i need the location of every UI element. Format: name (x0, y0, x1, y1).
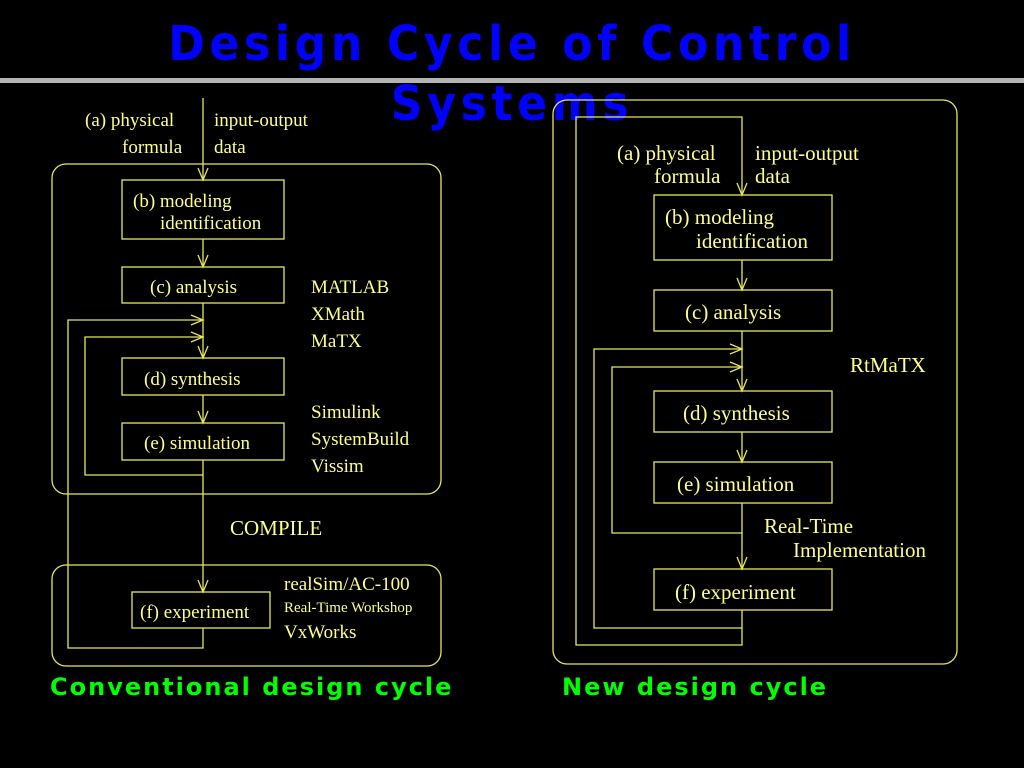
right-box-experiment (653, 568, 833, 611)
left-inner-feedback-loop (84, 336, 204, 476)
left-caption: Conventional design cycle (50, 673, 454, 701)
page-title: Design Cycle of Control Systems (168, 16, 856, 132)
left-experiment-label: (f) experiment (140, 602, 250, 623)
right-input-data-line2: data (755, 164, 791, 188)
right-caption: New design cycle (562, 673, 829, 701)
left-modeling-line2: identification (160, 213, 262, 234)
title-divider (0, 78, 1024, 83)
left-modeling-line1: (b) modeling (133, 191, 232, 212)
right-middle-feedback-loop (593, 348, 743, 629)
left-compile-label: COMPILE (230, 516, 322, 540)
left-tool-rtw: Real-Time Workshop (284, 600, 412, 616)
left-tool-vxworks: VxWorks (284, 622, 356, 643)
right-arrow-inner-feedback (729, 361, 744, 373)
right-simulation-label: (e) simulation (677, 472, 795, 496)
left-arrow-outer-feedback (190, 314, 205, 326)
left-tool-vissim: Vissim (311, 456, 364, 477)
right-realtime-line1: Real-Time (764, 514, 853, 538)
right-box-simulation (653, 461, 833, 504)
left-tool-xmath: XMath (311, 304, 365, 325)
left-input-data-line1: input-output (214, 110, 309, 131)
right-experiment-label: (f) experiment (675, 580, 796, 604)
left-experiment-frame (51, 564, 442, 667)
right-tool-rtmatx: RtMaTX (850, 353, 926, 377)
left-outer-feedback-loop (67, 319, 204, 649)
left-arrow-inner-feedback (190, 331, 205, 343)
left-analysis-label: (c) analysis (150, 277, 237, 298)
left-box-experiment (131, 591, 271, 629)
right-synthesis-label: (d) synthesis (683, 401, 790, 425)
right-realtime-line2: Implementation (793, 538, 926, 562)
right-box-synthesis (653, 390, 833, 433)
right-analysis-label: (c) analysis (685, 300, 781, 324)
left-input-physical-line1: (a) physical (85, 110, 174, 131)
right-input-physical-line2: formula (654, 164, 721, 188)
conventional-cycle: (a) physical formula input-output data (… (51, 98, 442, 667)
left-simulation-label: (e) simulation (144, 433, 251, 454)
right-modeling-line1: (b) modeling (665, 205, 775, 229)
left-input-data-line2: data (214, 137, 246, 158)
right-modeling-line2: identification (696, 229, 808, 253)
right-box-modeling (653, 194, 833, 261)
right-input-physical-line1: (a) physical (617, 141, 716, 165)
right-inner-feedback-loop (611, 366, 743, 534)
left-tool-systembuild: SystemBuild (311, 429, 410, 450)
right-outer-feedback-loop (575, 116, 743, 646)
new-cycle: (a) physical formula input-output data (… (552, 99, 958, 665)
left-synthesis-label: (d) synthesis (144, 369, 241, 390)
left-simulation-frame (51, 163, 442, 495)
left-tool-simulink: Simulink (311, 402, 381, 423)
left-tool-realsim: realSim/AC-100 (284, 574, 410, 595)
left-tool-matlab: MATLAB (311, 277, 389, 298)
right-input-data-line1: input-output (755, 141, 859, 165)
right-frame (552, 99, 958, 665)
left-tool-matx: MaTX (311, 331, 362, 352)
right-arrow-middle-feedback (729, 343, 744, 355)
right-box-analysis (653, 289, 833, 332)
left-input-physical-line2: formula (122, 137, 183, 158)
